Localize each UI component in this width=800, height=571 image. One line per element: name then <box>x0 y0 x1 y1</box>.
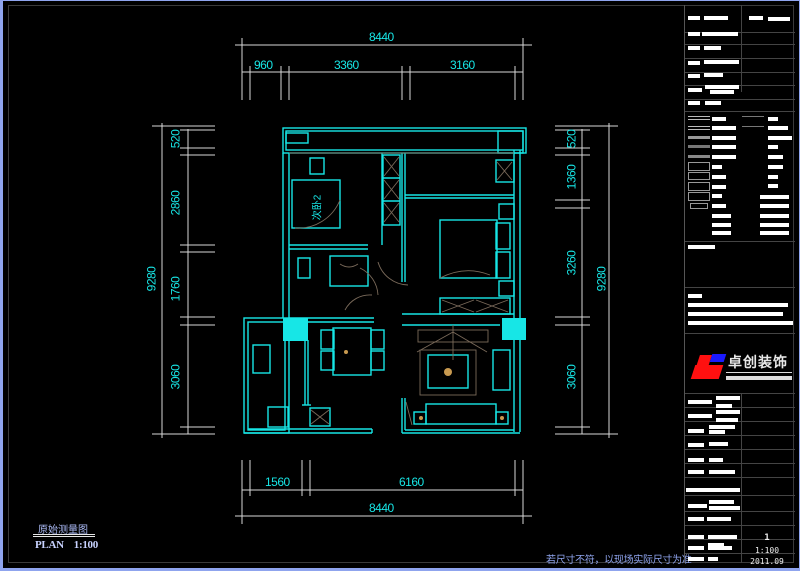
dim-left-segment-2: 2860 <box>168 190 183 216</box>
drawing-title: 原始测量图 <box>38 525 88 536</box>
logo-divider <box>726 372 792 373</box>
dim-top-segment-3: 3160 <box>450 58 475 72</box>
logo-text: 卓创装饰 <box>728 355 788 371</box>
dim-left-segment-4: 3060 <box>168 364 183 390</box>
title-underline <box>33 534 95 535</box>
dim-right-segment-4: 3060 <box>564 364 579 390</box>
dim-right-segment-2: 1360 <box>564 164 579 190</box>
dim-bottom-segment-2: 6160 <box>399 475 424 489</box>
dim-left-segment-3: 1760 <box>168 276 183 302</box>
sheet-scale: 1:100 <box>754 546 780 555</box>
dim-bottom-segment-1: 1560 <box>265 475 290 489</box>
title-block <box>684 5 795 563</box>
dim-right-total: 9280 <box>594 266 609 292</box>
window-left-edge <box>0 0 3 571</box>
logo-blue-shape <box>709 354 727 362</box>
plan-scale-label: PLAN 1:100 <box>35 539 98 551</box>
furniture-detail <box>289 152 514 426</box>
dim-left-segment-1: 520 <box>168 129 183 149</box>
sheet-number: 1 <box>764 533 770 543</box>
logo-subtitle-redacted <box>726 376 792 380</box>
dim-right-segment-3: 3260 <box>564 250 579 276</box>
sheet-date: 2011.09 <box>750 557 784 566</box>
dim-bottom-total: 8440 <box>369 501 394 515</box>
decor-fills <box>344 350 504 420</box>
dimension-lines <box>152 38 618 524</box>
drawing-frame <box>8 5 794 563</box>
dim-left-total: 9280 <box>144 266 159 292</box>
structural-columns <box>283 318 526 341</box>
dim-top-segment-1: 960 <box>254 58 273 72</box>
dim-top-total: 8440 <box>369 30 394 44</box>
plan-scale: 1:100 <box>73 539 98 551</box>
walls <box>243 127 527 434</box>
plan-label: PLAN <box>35 539 64 551</box>
room-label-bedroom2: 次卧2 <box>312 194 324 221</box>
dim-top-segment-2: 3360 <box>334 58 359 72</box>
logo-red-shape <box>690 365 724 379</box>
dimension-note: 若尺寸不符，以现场实际尺寸为准 <box>546 555 692 566</box>
dim-right-segment-1: 520 <box>564 129 579 149</box>
title-underline-2 <box>33 536 95 537</box>
